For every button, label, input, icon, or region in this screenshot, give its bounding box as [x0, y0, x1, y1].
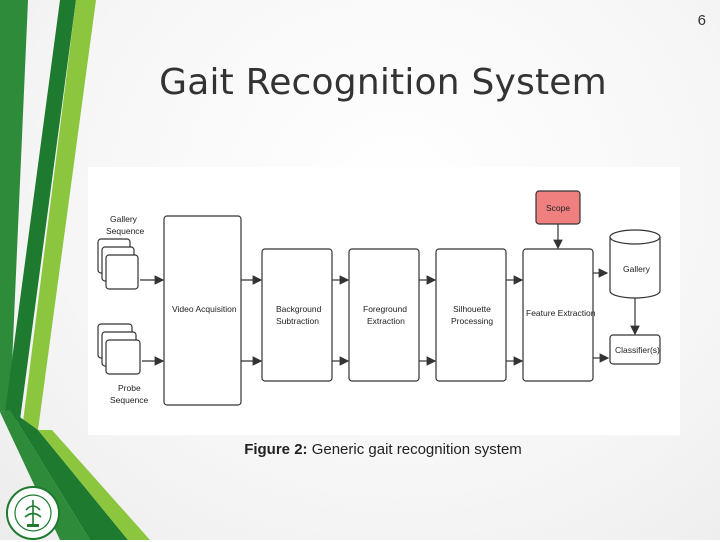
gallery-db-label: Gallery	[623, 264, 651, 274]
figure-caption: Figure 2: Generic gait recognition syste…	[0, 441, 720, 458]
gallery-sequence-label-2: Sequence	[106, 226, 145, 236]
video-acquisition-box	[163, 215, 242, 406]
feature-extraction-label: Feature Extraction	[526, 308, 596, 318]
flow-arrows	[241, 268, 610, 366]
silhouette-label-1: Silhouette	[453, 304, 491, 314]
slide-title: Gait Recognition System	[159, 62, 607, 103]
university-seal-logo	[6, 486, 60, 540]
scope-label: Scope	[546, 203, 570, 213]
foreground-label-1: Foreground	[363, 304, 407, 314]
probe-sequence-label-1: Probe	[118, 383, 141, 393]
silhouette-processing-box	[435, 248, 507, 382]
page-number: 6	[697, 12, 706, 29]
classifier-box	[609, 334, 661, 365]
foreground-extraction-box	[348, 248, 420, 382]
gait-diagram: Gallery Sequence Probe Sequence Video Ac…	[88, 167, 680, 435]
probe-sequence-label-2: Sequence	[110, 395, 149, 405]
gallery-database	[609, 229, 661, 299]
background-subtraction-box	[261, 248, 333, 382]
caption-text: Generic gait recognition system	[307, 441, 522, 458]
video-acquisition-label: Video Acquisition	[172, 304, 237, 314]
classifier-label: Classifier(s)	[615, 345, 660, 355]
gallery-frames	[97, 238, 139, 290]
gallery-sequence-label-1: Gallery	[110, 214, 138, 224]
silhouette-label-2: Processing	[451, 316, 493, 326]
background-label-2: Subtraction	[276, 316, 319, 326]
foreground-label-2: Extraction	[367, 316, 405, 326]
probe-frames	[97, 323, 141, 375]
caption-label: Figure 2:	[244, 441, 308, 458]
background-label-1: Background	[276, 304, 322, 314]
